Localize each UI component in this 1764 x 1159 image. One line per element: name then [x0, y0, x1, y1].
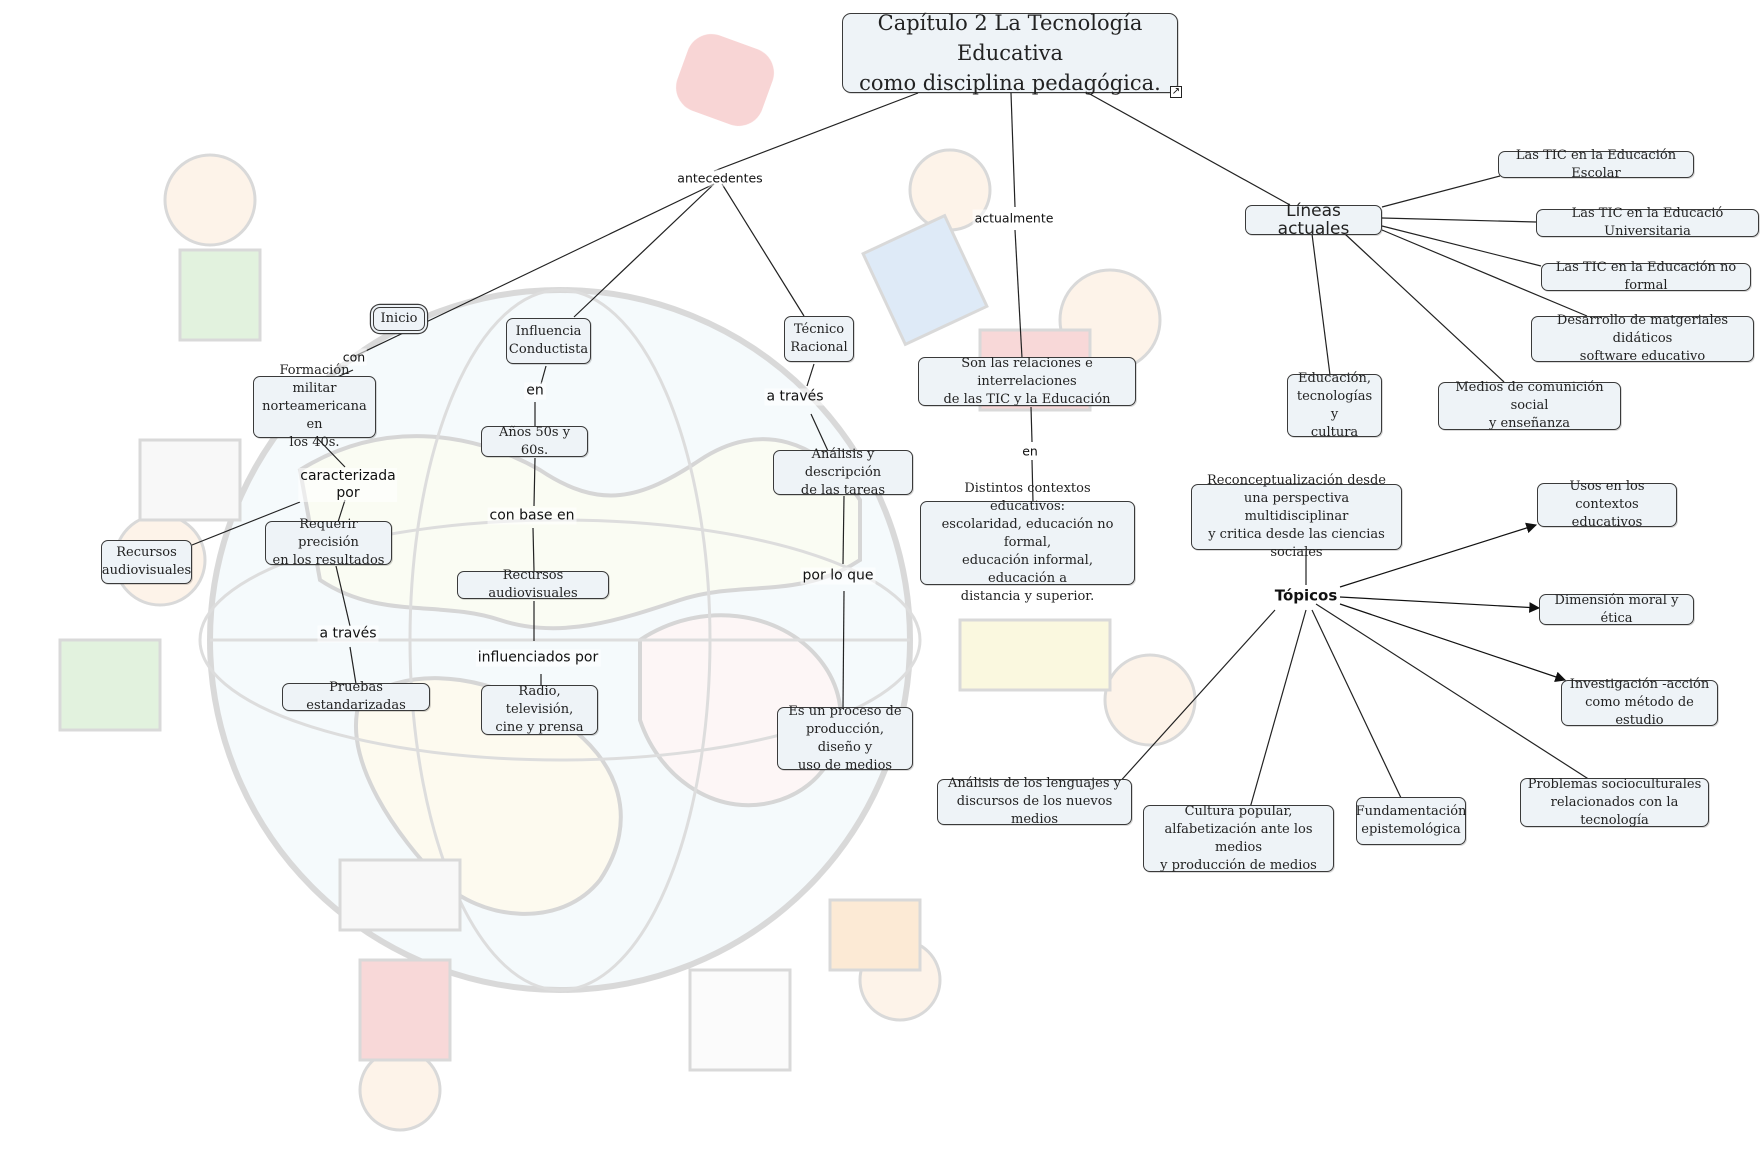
- node-recursos-audiovisuales-left[interactable]: Recursos audiovisuales: [101, 540, 192, 584]
- label-en-1: en: [524, 382, 546, 400]
- background-illustration: [58, 34, 1197, 1132]
- node-pruebas-estandarizadas[interactable]: Pruebas estandarizadas: [282, 680, 430, 713]
- title-node[interactable]: Capítulo 2 La Tecnología Educativa como …: [842, 11, 1178, 95]
- node-inicio[interactable]: Inicio: [373, 307, 425, 331]
- label-con: con: [340, 348, 368, 366]
- label-a-traves-2: a través: [764, 388, 826, 406]
- node-cultura-popular[interactable]: Cultura popular, alfabetización ante los…: [1143, 804, 1334, 873]
- node-analisis-lenguajes[interactable]: Análisis de los lenguajes y discursos de…: [937, 776, 1132, 827]
- node-desarrollo-materiales[interactable]: Desarrollo de matgeriales didáticos soft…: [1531, 313, 1754, 364]
- node-relaciones-tic[interactable]: Son las relaciones e interrelaciones de …: [918, 356, 1136, 407]
- node-analisis-tareas[interactable]: Análisis y descripción de las tareas: [773, 447, 913, 498]
- node-medios-comunicacion[interactable]: Medios de comunición social y enseñanza: [1438, 380, 1621, 431]
- node-contextos-educativos[interactable]: Distintos contextos educativos: escolari…: [920, 481, 1135, 604]
- node-dimension-moral[interactable]: Dimensión moral y ética: [1539, 593, 1694, 626]
- node-usos-contextos[interactable]: Usos en los contextos educativos: [1537, 479, 1677, 530]
- node-requerir-precision[interactable]: Requerir precisión en los resultados: [265, 517, 392, 568]
- label-caracterizada-por: caracterizada por: [298, 468, 398, 502]
- label-topicos: Tópicos: [1274, 586, 1338, 605]
- node-anos-50-60[interactable]: Años 50s y 60s.: [481, 425, 588, 458]
- label-a-traves-1: a través: [317, 625, 379, 643]
- connector-lines: [191, 92, 1591, 809]
- label-en-2: en: [1020, 442, 1040, 460]
- label-actualmente: actualmente: [972, 209, 1056, 227]
- node-problemas-socioculturales[interactable]: Problemas socioculturales relacionados c…: [1520, 777, 1709, 828]
- node-tic-no-formal[interactable]: Las TIC en la Educación no formal: [1541, 260, 1751, 293]
- label-influenciados-por: influenciados por: [475, 649, 601, 667]
- node-tecnico-racional[interactable]: Técnico Racional: [784, 316, 854, 362]
- shortcut-arrow-icon[interactable]: ↗: [1170, 86, 1182, 98]
- label-con-base-en: con base en: [487, 507, 577, 525]
- node-educacion-tecnologias[interactable]: Educación, tecnologías y cultura: [1287, 371, 1382, 440]
- node-tic-universitaria[interactable]: Las TIC en la Educació Universitaria: [1536, 206, 1759, 239]
- node-recursos-audiovisuales[interactable]: Recursos audiovisuales: [457, 568, 609, 601]
- node-formacion-militar[interactable]: Formación militar norteamericana en los …: [253, 363, 376, 450]
- label-por-lo-que: por lo que: [800, 567, 876, 585]
- node-proceso-produccion[interactable]: Es un proceso de producción, diseño y us…: [777, 704, 913, 773]
- node-investigacion-accion[interactable]: Investigación -acción como método de est…: [1561, 677, 1718, 728]
- node-tic-escolar[interactable]: Las TIC en la Educación Escolar: [1498, 148, 1694, 181]
- arrow-lines: [1339, 522, 1567, 683]
- label-antecedentes: antecedentes: [675, 169, 765, 187]
- node-fundamentacion[interactable]: Fundamentación epistemológica: [1356, 797, 1466, 845]
- node-reconceptualizacion[interactable]: Reconceptualización desde una perspectiv…: [1191, 473, 1402, 560]
- node-lineas-actuales[interactable]: Líneas actuales: [1245, 202, 1382, 238]
- node-influencia-conductista[interactable]: Influencia Conductista: [506, 318, 591, 364]
- node-radio-television[interactable]: Radio, televisión, cine y prensa: [481, 684, 598, 735]
